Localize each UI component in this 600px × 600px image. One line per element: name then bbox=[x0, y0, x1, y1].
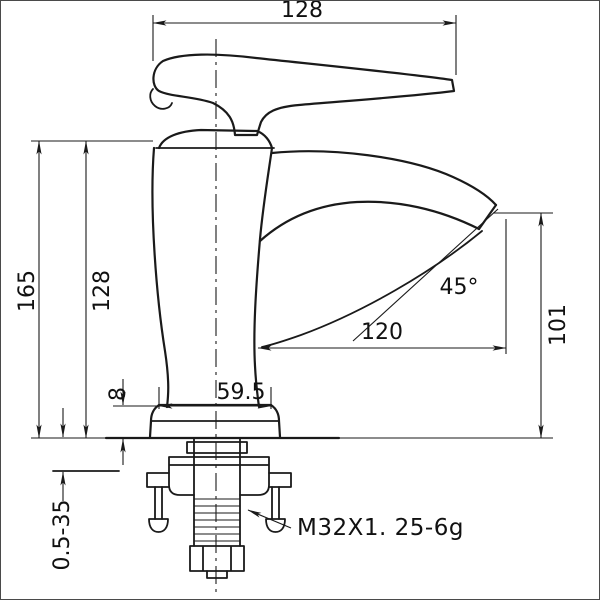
body-left-edge bbox=[151, 146, 170, 409]
dim-overall-height-text: 165 bbox=[15, 270, 40, 312]
spout-top-edge bbox=[270, 150, 498, 207]
dim-spout-reach: 120 bbox=[257, 219, 507, 354]
dim-overall-height: 165 bbox=[15, 140, 153, 439]
handle-outline bbox=[152, 53, 456, 137]
dim-deck-range: 0.5-35 bbox=[50, 408, 120, 571]
dim-handle-width-extensions bbox=[152, 15, 457, 75]
dim-outlet-height-text: 101 bbox=[546, 304, 571, 346]
shank-nut bbox=[189, 545, 245, 572]
dim-overall-height-extensions bbox=[31, 140, 153, 439]
shank-end-stub bbox=[206, 570, 228, 579]
right-bolt-stud bbox=[271, 486, 280, 520]
spout-bottom-edge bbox=[258, 200, 481, 243]
dim-plate-height: 8 bbox=[106, 379, 159, 465]
right-bolt-arm bbox=[268, 472, 292, 488]
dim-outlet-angle: 45° bbox=[352, 208, 499, 342]
thread-spec-text: M32X1. 25-6g bbox=[297, 515, 464, 541]
dim-body-height-text: 128 bbox=[90, 270, 115, 312]
water-stream-curve bbox=[261, 230, 483, 348]
dim-handle-width-text: 128 bbox=[281, 1, 323, 23]
dim-deck-range-text: 0.5-35 bbox=[50, 500, 75, 571]
dim-base-width-text: 59.5 bbox=[217, 380, 266, 405]
dim-spout-reach-text: 120 bbox=[361, 320, 403, 345]
dim-body-height: 128 bbox=[83, 140, 115, 439]
mounting-hardware bbox=[146, 437, 292, 579]
dim-outlet-angle-text: 45° bbox=[440, 275, 479, 300]
left-bolt-head bbox=[148, 518, 169, 533]
dim-plate-height-text: 8 bbox=[106, 387, 131, 401]
handle-front-lip bbox=[149, 88, 173, 110]
left-bolt-stud bbox=[154, 486, 163, 520]
dim-handle-width: 128 bbox=[152, 1, 457, 75]
locknut-ring bbox=[186, 441, 248, 454]
mounting-bracket bbox=[168, 456, 270, 496]
spout-outlet-face bbox=[477, 203, 498, 231]
dim-outlet-angle-ray bbox=[352, 208, 499, 342]
body-right-edge bbox=[253, 146, 274, 409]
left-bolt-arm bbox=[146, 472, 170, 488]
dim-base-width: 59.5 bbox=[158, 380, 272, 409]
shank-thread-hatching bbox=[194, 498, 240, 542]
thread-spec-callout: M32X1. 25-6g bbox=[247, 509, 464, 541]
thread-spec-leader-line bbox=[247, 509, 292, 529]
cartridge-dome bbox=[157, 128, 274, 150]
shank-sides bbox=[193, 437, 241, 547]
dim-outlet-height: 101 bbox=[339, 212, 571, 439]
right-bolt-head bbox=[265, 518, 286, 533]
faucet-outline bbox=[104, 53, 498, 440]
